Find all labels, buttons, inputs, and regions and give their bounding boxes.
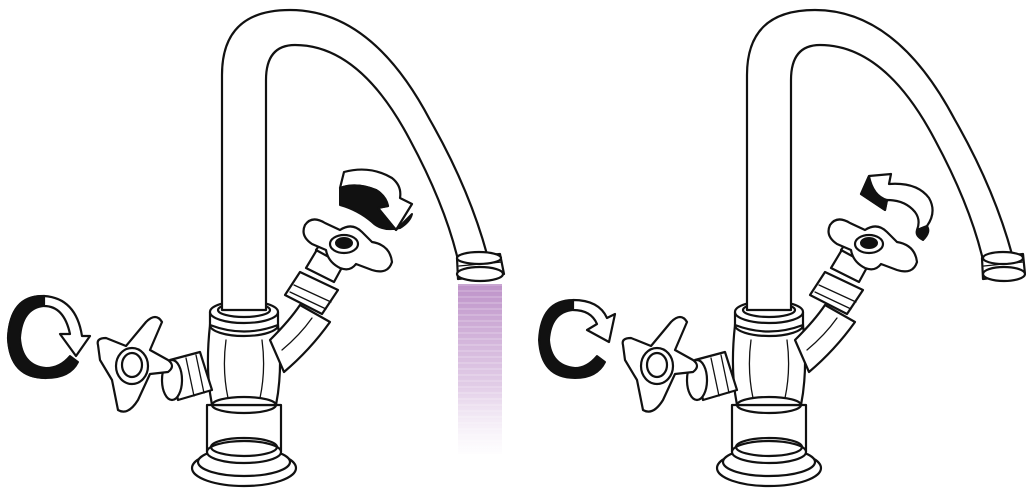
side-rotation-arrow-icon — [8, 296, 90, 378]
panel-faucet-open — [0, 0, 513, 500]
faucet-body — [208, 301, 280, 413]
top-rotation-arrow-icon — [340, 170, 412, 230]
side-cross-handle-icon — [98, 317, 172, 412]
faucet-base — [192, 405, 296, 486]
faucet-closed-drawing — [513, 0, 1026, 500]
faucet-open-drawing — [0, 0, 513, 500]
side-rotation-arrow-icon — [539, 300, 615, 378]
faucet-body — [733, 301, 805, 413]
faucet-base — [717, 405, 821, 486]
side-cross-handle-icon — [623, 317, 697, 412]
side-valve — [687, 352, 737, 400]
panel-faucet-closed — [513, 0, 1026, 500]
side-valve — [162, 352, 212, 400]
water-stream-icon — [458, 284, 502, 454]
